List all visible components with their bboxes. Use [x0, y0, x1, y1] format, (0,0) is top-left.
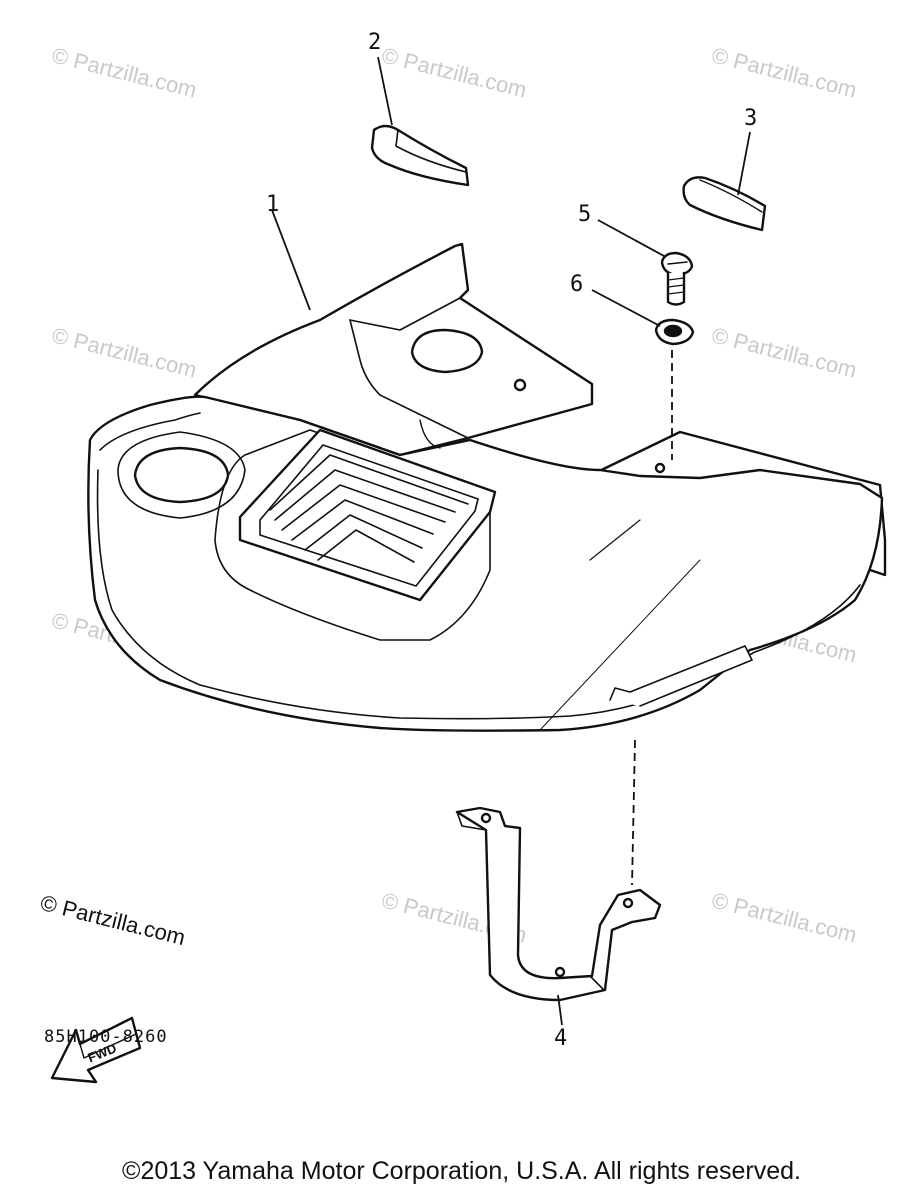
callout-5: 5: [578, 202, 592, 227]
leader-lines: [271, 56, 751, 1026]
callout-3: 3: [744, 106, 758, 131]
bracket-part-4: [455, 806, 662, 1002]
grommet-part-6: [654, 318, 695, 346]
cover-part-1: [87, 242, 887, 732]
pad-part-2: [370, 124, 470, 187]
screw-part-5: [660, 251, 694, 306]
copyright-notice: ©2013 Yamaha Motor Corporation, U.S.A. A…: [122, 1157, 801, 1185]
callout-1: 1: [266, 192, 280, 217]
callout-6: 6: [570, 272, 584, 297]
callout-2: 2: [368, 30, 382, 55]
callout-4: 4: [554, 1026, 568, 1051]
diagram-code: 85H100-8260: [44, 1027, 168, 1047]
pad-part-3: [682, 176, 767, 232]
